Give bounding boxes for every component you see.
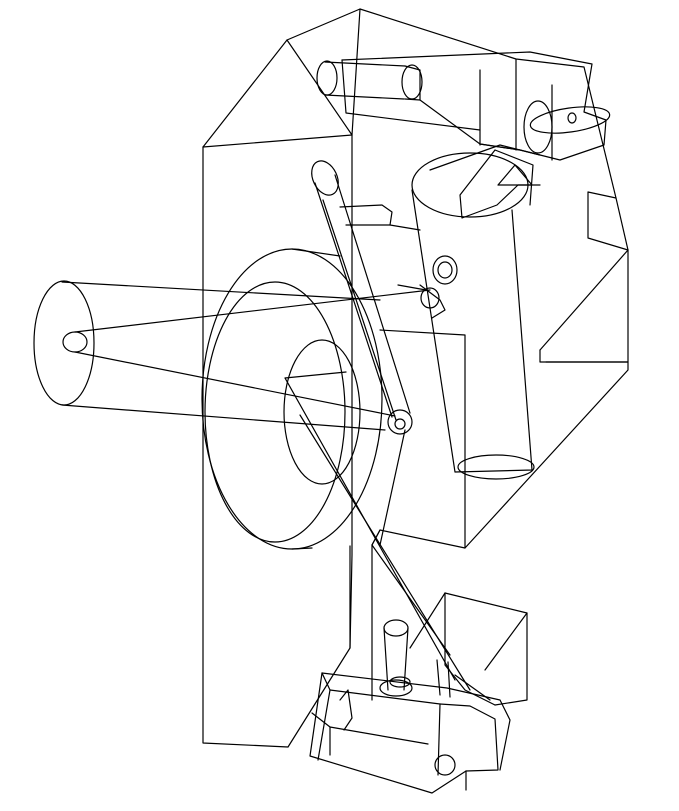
- drawing-group: [33, 8, 629, 794]
- rod-upper-slot-block: [339, 204, 393, 226]
- pivot-link: [419, 284, 446, 319]
- pivot-arm: [397, 284, 427, 291]
- housing-top-inner-edge: [351, 8, 361, 136]
- rod-upper-slot-extension: [389, 224, 421, 231]
- linkage-short-1: [379, 429, 406, 546]
- top-rod-top-edge: [324, 61, 406, 67]
- sleeve-bottom-ellipse: [457, 454, 535, 480]
- housing-top-left-edge: [202, 39, 288, 148]
- top-bearing-cylinder: [529, 106, 611, 134]
- flywheel-rim-bottom: [291, 547, 313, 550]
- shaft-end-hole: [62, 331, 88, 353]
- bolt-left-head: [383, 619, 409, 637]
- bolt-right-shank-2: [447, 661, 451, 698]
- housing-front-top-edge: [202, 134, 353, 148]
- pivot-ring-outer: [432, 255, 458, 285]
- lower-block-diagonal: [409, 592, 446, 649]
- bolt-right-shank-1: [436, 659, 441, 696]
- rod-upper-pin: [311, 160, 339, 196]
- shaft-bore-top-edge: [74, 289, 431, 333]
- housing-front-left-face: [202, 146, 351, 748]
- flywheel-back-face: [204, 281, 346, 543]
- shaft-bore-bottom-edge: [74, 351, 396, 417]
- housing-lower-step: [371, 529, 466, 549]
- housing-top-outline: [286, 8, 629, 363]
- housing-right-diagonal: [539, 249, 629, 351]
- sleeve-top-edge: [429, 144, 541, 171]
- linkage-short-2: [371, 544, 451, 656]
- base-clamp-right-face: [439, 703, 499, 772]
- top-rod-bottom-edge: [324, 94, 405, 100]
- flywheel-hub-edge: [284, 371, 347, 379]
- top-slide-lower-edge: [419, 99, 521, 151]
- housing-top-fold-edge: [286, 39, 353, 136]
- pivot-link-end: [420, 287, 440, 309]
- shaft-top-edge: [61, 281, 381, 301]
- housing-right-lower-face: [379, 329, 629, 549]
- top-rod-collar-body: [404, 65, 421, 101]
- base-clamp-bottom: [309, 672, 467, 794]
- sleeve-body-outline: [411, 189, 533, 473]
- base-clamp-top-right: [321, 672, 511, 771]
- lower-block-top-right: [444, 592, 528, 706]
- housing-right-step: [587, 191, 629, 251]
- bolt-right-foot: [434, 754, 456, 776]
- lower-block-left-edge: [444, 592, 496, 706]
- base-clamp-front-top: [329, 689, 441, 776]
- sleeve-top-notch-triangle: [497, 164, 533, 186]
- shaft-end-outer: [33, 280, 95, 406]
- bolt-left-nut: [379, 679, 413, 697]
- top-bearing-ring: [523, 100, 553, 154]
- base-clamp-tab: [339, 689, 353, 731]
- top-slide-block-front: [341, 59, 481, 131]
- rod-upper-inner-edge: [322, 199, 397, 421]
- flywheel-rim-top: [291, 248, 341, 257]
- linkage-long-2: [284, 377, 456, 681]
- rod-upper-left-edge: [314, 182, 393, 418]
- top-rod-end-cap: [316, 60, 338, 96]
- lower-block-inner-diagonal: [484, 612, 528, 671]
- bolt-left-shank-2: [403, 627, 409, 691]
- rod-lower-pin-hole: [394, 418, 406, 430]
- flywheel-hub: [283, 339, 361, 485]
- rod-lower-pin-ring: [387, 409, 413, 435]
- bolt-left-shank-1: [383, 627, 389, 691]
- housing-front-vertical-edge: [349, 134, 353, 649]
- shaft-bottom-edge: [61, 404, 386, 431]
- top-slide-block-outline: [341, 51, 607, 161]
- pivot-ring-inner: [437, 261, 453, 279]
- bolt-right-link: [454, 674, 491, 701]
- sleeve-top-notch-right: [494, 149, 534, 206]
- top-bearing-hole: [567, 112, 577, 124]
- rod-upper-right-edge: [334, 174, 411, 414]
- bolt-left-washer: [389, 676, 411, 688]
